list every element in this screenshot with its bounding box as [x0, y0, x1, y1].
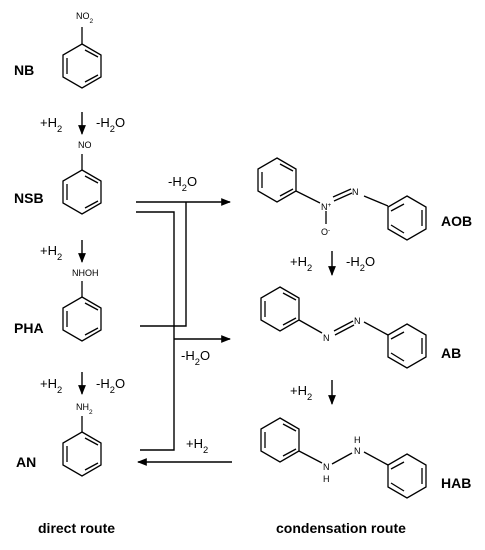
- hab-h1: H: [323, 474, 330, 484]
- hab-h2: H: [354, 435, 361, 445]
- pha-to-an-h2: +H2: [40, 376, 62, 395]
- hab-to-an-h2: +H2: [186, 436, 208, 455]
- aob-to-ab-h2: +H2: [290, 254, 312, 273]
- nsb-to-ab-connector: [136, 211, 175, 339]
- nb-to-nsb-h2: +H2: [40, 115, 62, 134]
- nb-to-nsb-h2o: -H2O: [96, 115, 125, 134]
- aob-label: AOB: [441, 213, 472, 229]
- aob-n: N: [352, 187, 359, 197]
- ab-n2: N: [354, 316, 361, 326]
- direct-route-caption: direct route: [38, 520, 115, 536]
- aob-to-ab-h2o: -H2O: [346, 254, 375, 273]
- pha-label: PHA: [14, 320, 44, 336]
- hab-n1: N: [323, 462, 330, 472]
- hydrazobenzene-structure: N H N H: [260, 417, 427, 499]
- azoxybenzene-structure: N+ N O-: [257, 157, 427, 241]
- aob-n-plus: N+: [321, 202, 332, 213]
- hab-label: HAB: [441, 475, 471, 491]
- nsb-label: NSB: [14, 190, 44, 206]
- aniline-structure: NH2: [62, 402, 102, 477]
- ab-to-hab-h2: +H2: [290, 383, 312, 402]
- ab-n1: N: [323, 333, 330, 343]
- azobenzene-structure: N N: [260, 286, 427, 369]
- phenylhydroxylamine-structure: NHOH: [62, 268, 102, 342]
- nsb-group-label: NO: [78, 140, 92, 150]
- nitrobenzene-structure: NO2: [62, 11, 102, 89]
- pha-to-aob-connector: [140, 202, 187, 327]
- nsb-pha-to-aob-h2o: -H2O: [168, 174, 197, 193]
- an-to-ab-connector: [140, 339, 175, 451]
- an-label: AN: [16, 454, 36, 470]
- hab-n2: N: [354, 446, 361, 456]
- nb-group-label: NO2: [76, 11, 94, 25]
- an-group-label: NH2: [76, 402, 93, 416]
- to-ab-h2o: -H2O: [181, 348, 210, 367]
- ab-label: AB: [441, 345, 461, 361]
- condensation-route-caption: condensation route: [276, 520, 406, 536]
- aob-o-minus: O-: [321, 227, 330, 238]
- nsb-to-pha-h2: +H2: [40, 243, 62, 262]
- pha-group-label: NHOH: [72, 268, 99, 278]
- pha-to-an-h2o: -H2O: [96, 376, 125, 395]
- nitrosobenzene-structure: NO: [62, 140, 102, 215]
- nb-label: NB: [14, 62, 34, 78]
